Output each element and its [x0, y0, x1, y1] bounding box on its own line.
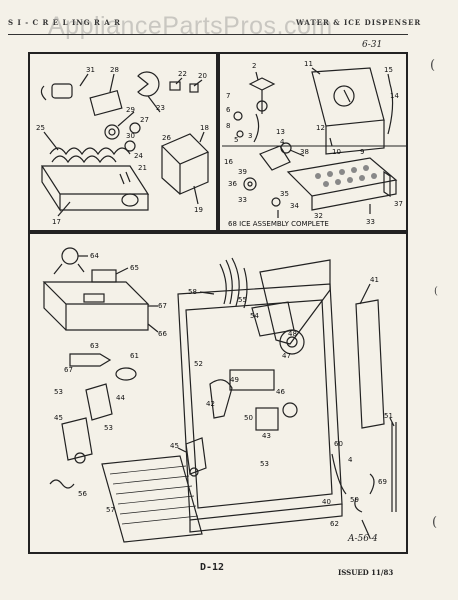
header-rule	[8, 34, 408, 35]
callout-label: 16	[224, 158, 233, 166]
callout-label: 64	[90, 252, 99, 260]
callout-label: 14	[390, 92, 399, 100]
callout-label: 43	[262, 432, 271, 440]
margin-mark: (	[432, 515, 438, 530]
callout-label: 42	[206, 400, 215, 408]
callout-label: 25	[36, 124, 45, 132]
callout-label: 38	[300, 148, 309, 156]
callout-label: 31	[86, 66, 95, 74]
callout-label: 22	[178, 70, 187, 78]
callout-label: 67	[64, 366, 73, 374]
watermark: AppliancePartsPros.com	[48, 12, 333, 40]
callout-label: 19	[194, 206, 203, 214]
callout-label: 45	[170, 442, 179, 450]
callout-label: 28	[110, 66, 119, 74]
callout-label: 65	[130, 264, 139, 272]
callout-label: 44	[116, 394, 125, 402]
callout-label: 52	[194, 360, 203, 368]
callout-label: 15	[384, 66, 393, 74]
margin-mark: (	[434, 286, 438, 297]
callout-label: 30	[126, 132, 135, 140]
callout-label: 53	[54, 388, 63, 396]
callout-label: 29	[126, 106, 135, 114]
page-number: D-12	[200, 562, 225, 573]
callout-label: 56	[78, 490, 87, 498]
callout-label: 2	[252, 62, 256, 70]
callout-label: 41	[370, 276, 379, 284]
handwritten-ref-top: 6-31	[362, 40, 383, 50]
callout-label: 36	[228, 180, 237, 188]
callout-label: 21	[138, 164, 147, 172]
callout-label: 69	[378, 478, 387, 486]
callout-label: 13	[276, 128, 285, 136]
callout-label: 67	[158, 302, 167, 310]
callout-label: 20	[198, 72, 207, 80]
callout-label: 61	[130, 352, 139, 360]
callout-label: 53	[104, 424, 113, 432]
callout-label: 49	[230, 376, 239, 384]
callout-label: 60	[334, 440, 343, 448]
callout-label: 33	[366, 218, 375, 226]
dispenser-assembly-drawing: 64 65 41 58 67 66 55 54 48 47 51 63 52 6…	[42, 247, 397, 543]
callout-label: 4	[280, 138, 285, 146]
top-left-panel: 31 28 22 20 29 27 23 30 26 25 24 21 18 1…	[28, 52, 218, 232]
callout-label: 8	[226, 122, 230, 130]
callout-label: 35	[280, 190, 289, 198]
callout-label: 6	[226, 106, 231, 114]
callout-label: 9	[360, 148, 364, 156]
callout-label: 58	[188, 288, 197, 296]
callout-label: 33	[238, 196, 247, 204]
icemaker-parts-drawing: 31 28 22 20 29 27 23 30 26 25 24 21 18 1…	[36, 66, 210, 226]
callout-label: 26	[162, 134, 171, 142]
callout-label: 23	[156, 104, 165, 112]
callout-label: 55	[238, 296, 247, 304]
callout-label: 37	[394, 200, 403, 208]
callout-label: 63	[90, 342, 99, 350]
callout-label: 66	[158, 330, 167, 338]
callout-label: 39	[238, 168, 247, 176]
top-right-panel: 2 11 15 6 14 7 8 3 12 5 13 4 38 10 9 16 …	[218, 52, 408, 232]
handwritten-ref-bottom: A-56-4	[348, 534, 378, 544]
callout-label: 40	[322, 498, 331, 506]
callout-label: 50	[244, 414, 253, 422]
callout-label: 18	[200, 124, 209, 132]
issued-date: ISSUED 11/83	[338, 568, 394, 577]
header-left-title: S I - C R E L ING R A R	[8, 18, 121, 27]
callout-label: 10	[332, 148, 341, 156]
callout-label: 48	[288, 330, 297, 338]
callout-label: 59	[350, 496, 359, 504]
callout-label: 34	[290, 202, 299, 210]
callout-label: 7	[226, 92, 230, 100]
margin-mark: (	[430, 58, 436, 73]
callout-label: 12	[316, 124, 325, 132]
callout-label: 32	[314, 212, 323, 220]
callout-label: 57	[106, 506, 115, 514]
callout-label: 62	[330, 520, 339, 528]
ice-assembly-caption: 68 ICE ASSEMBLY COMPLETE	[228, 220, 329, 228]
header-right-title: WATER & ICE DISPENSER	[296, 18, 422, 27]
callout-label: 24	[134, 152, 143, 160]
callout-label: 5	[234, 136, 238, 144]
callout-label: 4	[348, 456, 353, 464]
callout-label: 47	[282, 352, 291, 360]
callout-label: 17	[52, 218, 61, 226]
ice-assembly-drawing: 2 11 15 6 14 7 8 3 12 5 13 4 38 10 9 16 …	[222, 60, 406, 228]
callout-label: 45	[54, 414, 63, 422]
callout-label: 3	[248, 132, 252, 140]
callout-label: 53	[260, 460, 269, 468]
callout-label: 27	[140, 116, 149, 124]
bottom-panel: 64 65 41 58 67 66 55 54 48 47 51 63 52 6…	[28, 232, 408, 554]
callout-label: 51	[384, 412, 393, 420]
callout-label: 46	[276, 388, 285, 396]
callout-label: 11	[304, 60, 313, 68]
callout-label: 54	[250, 312, 259, 320]
